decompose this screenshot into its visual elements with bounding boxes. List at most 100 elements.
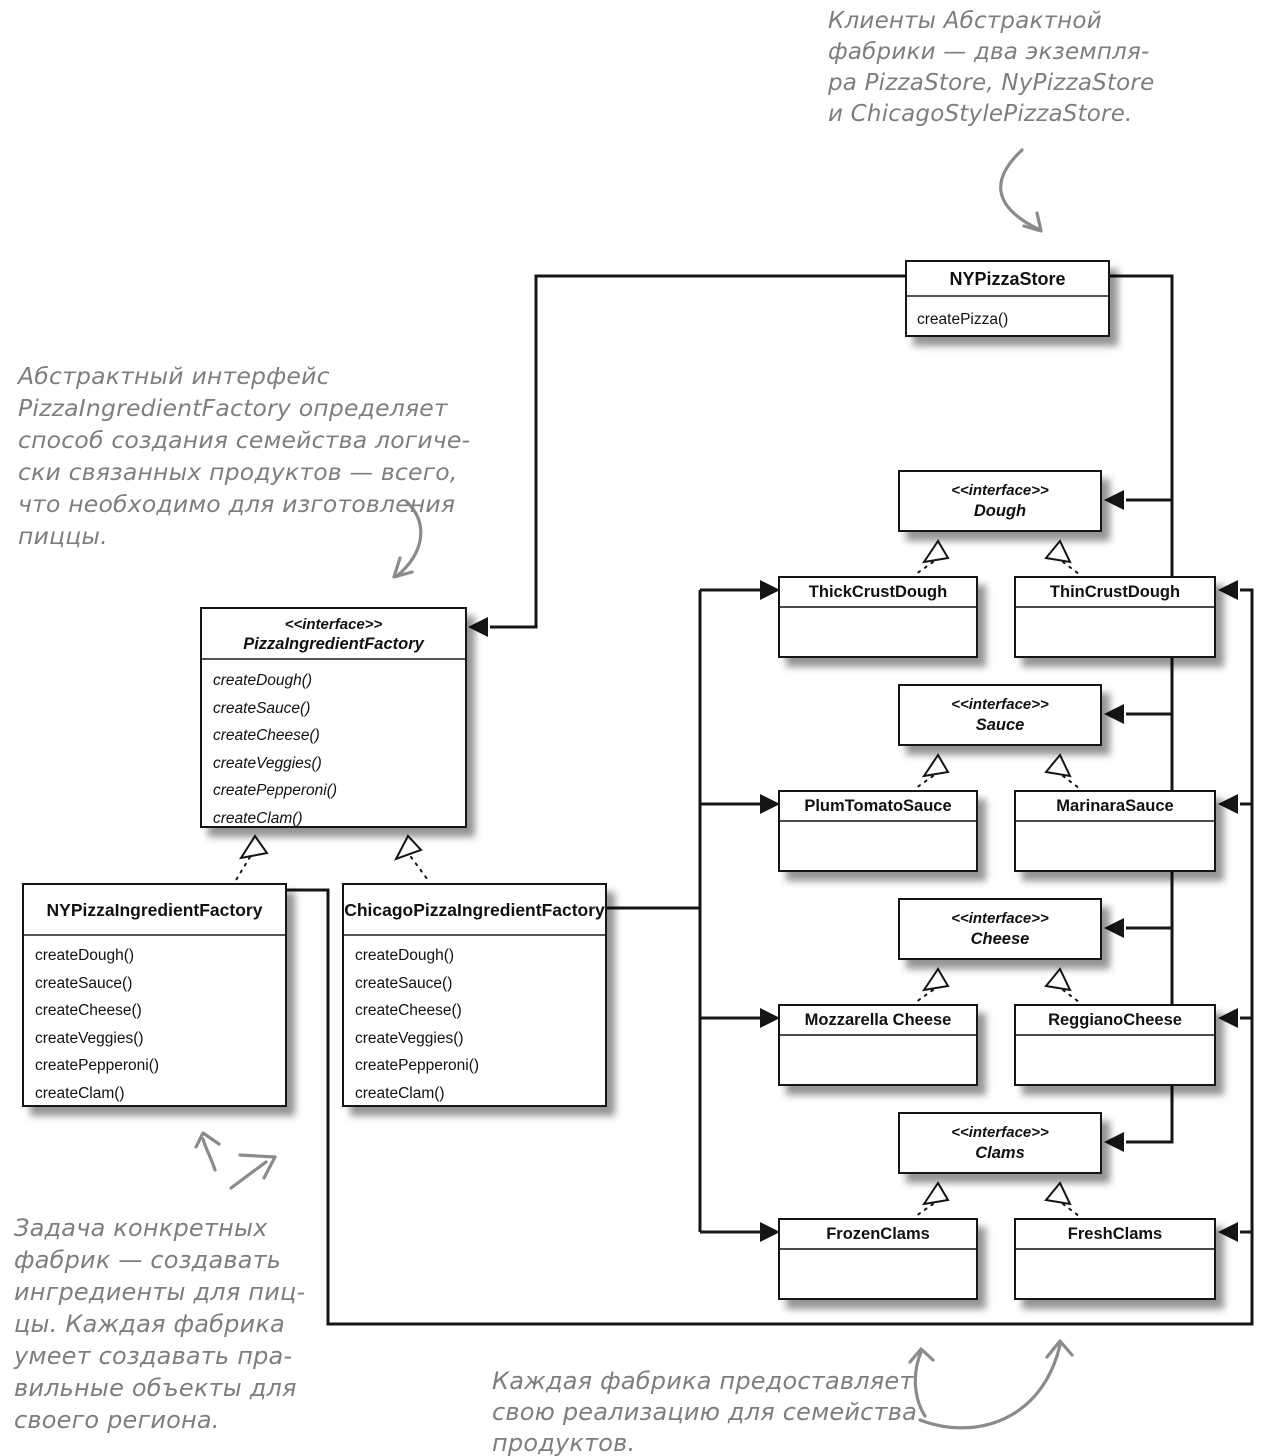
class-plumtomatosauce: PlumTomatoSauce <box>778 790 978 872</box>
interface-dough: <<interface>> Dough <box>898 470 1102 532</box>
store-to-ingredientfactory-connector <box>490 274 905 629</box>
nyfactory-realizes <box>235 856 251 881</box>
class-title: PlumTomatoSauce <box>780 792 976 822</box>
hollow-triangle <box>1044 967 1072 992</box>
class-mozzarellacheese: Mozzarella Cheese <box>778 1004 978 1086</box>
stereotype-label: <<interface>> <box>951 482 1049 499</box>
arrowhead <box>760 794 780 814</box>
solid-connectors <box>287 274 1254 1326</box>
method: createSauce() <box>355 974 453 992</box>
class-title: FreshClams <box>1016 1220 1214 1250</box>
method: createCheese() <box>213 727 320 744</box>
interface-pizzaingredientfactory: <<interface>> PizzaIngredientFactory cre… <box>200 607 467 828</box>
class-nypizzaingredientfactory: NYPizzaIngredientFactory createDough() c… <box>22 883 287 1107</box>
marinara-realizes <box>1062 775 1080 789</box>
method: createClam() <box>213 809 303 827</box>
stereotype-label: <<interface>> <box>284 616 383 633</box>
chicagofactory-realizes <box>410 856 429 881</box>
method: createCheese() <box>35 1002 142 1019</box>
freshclams-realizes <box>1062 1203 1080 1217</box>
interface-title: <<interface>> PizzaIngredientFactory <box>202 609 465 660</box>
hollow-triangle <box>238 834 269 860</box>
method: createDough() <box>35 947 135 964</box>
class-title: Mozzarella Cheese <box>780 1006 976 1036</box>
annotation-abstract-interface: Абстрактный интерфейс PizzaIngredientFac… <box>18 362 471 550</box>
class-thickcrustdough: ThickCrustDough <box>778 576 978 658</box>
interface-name: Cheese <box>970 930 1030 948</box>
method: createPepperoni() <box>213 782 338 799</box>
note-arrow-to-nyfactory-head <box>194 1131 221 1149</box>
class-thincrustdough: ThinCrustDough <box>1014 576 1216 658</box>
annotation-family-implementation: Каждая фабрика предоставляет свою реализ… <box>492 1367 917 1456</box>
method: createSauce() <box>213 699 311 717</box>
hollow-triangle <box>921 753 950 778</box>
thincrust-realizes <box>1062 561 1080 575</box>
class-marinarasauce: MarinaraSauce <box>1014 790 1216 872</box>
arrowhead <box>760 1008 780 1028</box>
arrowhead <box>1104 1132 1124 1152</box>
class-chicagopizzaingredientfactory: ChicagoPizzaIngredientFactory createDoug… <box>342 883 607 1107</box>
class-title: ChicagoPizzaIngredientFactory <box>344 885 605 936</box>
class-title: MarinaraSauce <box>1016 792 1214 822</box>
method-createpizza: createPizza() <box>917 311 1009 328</box>
arrowhead <box>1218 1222 1238 1242</box>
arrowhead <box>1104 918 1124 938</box>
arrowhead <box>468 617 488 637</box>
frozenclams-realizes <box>915 1203 934 1217</box>
store-to-interfaces-connector <box>1110 274 1174 1144</box>
class-frozenclams: FrozenClams <box>778 1218 978 1300</box>
hollow-triangle <box>1044 1181 1072 1206</box>
realization-links <box>235 561 1080 1217</box>
stereotype-label: <<interface>> <box>951 910 1049 927</box>
interface-name: Dough <box>973 502 1027 520</box>
method: createClam() <box>355 1084 445 1102</box>
method: createVeggies() <box>213 754 322 772</box>
hollow-triangle <box>1044 753 1072 778</box>
class-title: NYPizzaStore <box>907 262 1108 297</box>
method: createSauce() <box>35 974 133 992</box>
interface-name: PizzaIngredientFactory <box>243 635 424 653</box>
interface-clams: <<interface>> Clams <box>898 1112 1102 1174</box>
class-freshclams: FreshClams <box>1014 1218 1216 1300</box>
interface-cheese: <<interface>> Cheese <box>898 898 1102 960</box>
interface-name: Sauce <box>975 716 1025 734</box>
note-arrow-to-store-head <box>1022 211 1043 233</box>
method: createPepperoni() <box>35 1057 160 1074</box>
note-arrow-to-store <box>999 148 1042 232</box>
arrowhead <box>1218 580 1238 600</box>
arrowhead <box>1218 1008 1238 1028</box>
hollow-triangle <box>921 1181 950 1206</box>
annotation-clients: Клиенты Абстрактной фабрики — два экземп… <box>828 8 1155 127</box>
plumtomato-realizes <box>915 775 934 789</box>
realization-triangles <box>238 539 1072 1206</box>
annotation-concrete-factories: Задача конкретных фабрик — создавать инг… <box>14 1214 306 1434</box>
note-arrow-to-freshclams <box>918 1343 1062 1430</box>
arrowhead <box>1104 704 1124 724</box>
hollow-triangle <box>921 967 950 992</box>
class-title: FrozenClams <box>780 1220 976 1250</box>
arrowhead <box>1218 794 1238 814</box>
method: createCheese() <box>355 1002 462 1019</box>
ny-factory-feed <box>287 588 1254 1326</box>
method: createVeggies() <box>355 1029 464 1047</box>
note-arrow-to-chicagofactory-head <box>238 1153 277 1180</box>
note-arrow-to-freshclams-head <box>1045 1339 1074 1359</box>
class-reggianocheese: ReggianoCheese <box>1014 1004 1216 1086</box>
note-arrow-to-frozenclams-head <box>908 1347 935 1364</box>
note-arrow-to-nyfactory <box>201 1137 217 1172</box>
mozzarella-realizes <box>915 989 934 1003</box>
method: createDough() <box>213 672 313 689</box>
note-arrow-to-chicagofactory <box>229 1160 268 1190</box>
hollow-triangle <box>921 539 950 564</box>
solid-arrowheads <box>468 490 1238 1242</box>
note-arrow-to-frozenclams <box>913 1350 927 1418</box>
class-title: NYPizzaIngredientFactory <box>24 885 285 936</box>
class-title: ThinCrustDough <box>1016 578 1214 608</box>
method: createVeggies() <box>35 1029 144 1047</box>
method: createClam() <box>35 1084 125 1102</box>
interface-name: Clams <box>975 1144 1025 1162</box>
arrowhead <box>760 580 780 600</box>
arrowhead <box>1104 490 1124 510</box>
